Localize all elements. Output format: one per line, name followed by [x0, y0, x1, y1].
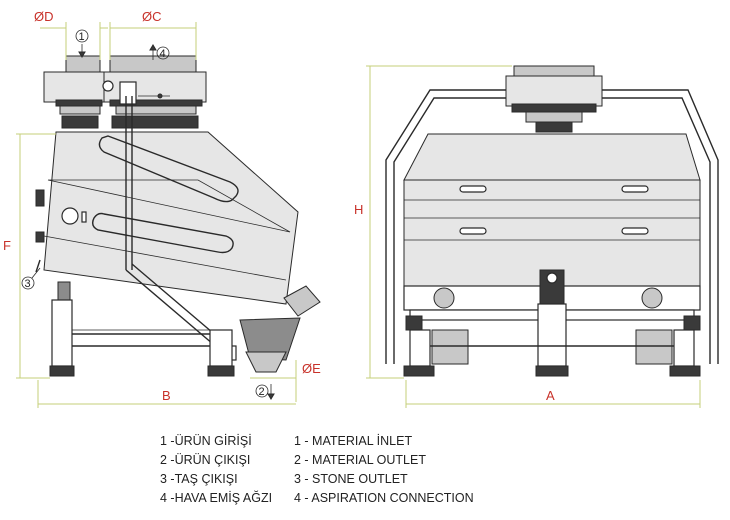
- inlet-neck: [59, 105, 101, 115]
- dim-c-label: ØC: [142, 9, 162, 24]
- legend-en-2: 2 - MATERIAL OUTLET: [294, 453, 426, 467]
- valve-knob: [157, 93, 163, 99]
- callout-1: 1: [79, 31, 85, 43]
- left-foot: [49, 365, 75, 377]
- callout-2: 2: [259, 386, 265, 398]
- hood: [403, 133, 701, 181]
- callout-1-circle: [75, 29, 89, 43]
- pressure-gauge-icon: [102, 80, 114, 92]
- top-neck: [525, 111, 583, 123]
- aspiration-neck: [115, 105, 197, 115]
- callout-4-arrowhead: [149, 44, 157, 51]
- outlet-chute-top: [283, 285, 321, 317]
- foot-left: [403, 365, 435, 377]
- aspiration-collar: [111, 115, 199, 129]
- inlet-housing: [43, 71, 109, 103]
- dim-d-label: ØD: [34, 9, 54, 24]
- deck-body: [43, 131, 299, 305]
- legend-en-4: 4 - ASPIRATION CONNECTION: [294, 491, 474, 505]
- sight-latch: [81, 211, 87, 223]
- legend: 1 -ÜRÜN GİRİŞİ 2 -ÜRÜN ÇIKIŞI 3 -TAŞ ÇIK…: [160, 434, 474, 505]
- deck-line-upper: [47, 179, 291, 233]
- callout-2-arrowhead: [267, 393, 275, 400]
- motor-right-icon: [641, 287, 663, 309]
- deck-line-lower: [43, 235, 287, 281]
- right-damper-front: [683, 315, 701, 331]
- outlet-hopper: [245, 351, 287, 373]
- front-right-leg: [673, 329, 695, 367]
- inspection-slot-upper: [98, 135, 239, 203]
- inlet-flange: [55, 99, 103, 107]
- callout-2-circle: [255, 384, 269, 398]
- valve-block: [119, 81, 137, 105]
- legend-tr-4: 4 -HAVA EMİŞ AĞZI: [160, 490, 272, 505]
- legend-en-3: 3 - STONE OUTLET: [294, 472, 408, 486]
- top-housing: [505, 75, 603, 107]
- callout-4-circle: [156, 46, 170, 60]
- left-leg: [51, 299, 73, 367]
- center-drive-wheel: [546, 272, 558, 284]
- dim-h-label: H: [354, 202, 363, 217]
- dim-b-label: B: [162, 388, 171, 403]
- callout-3: 3: [25, 278, 31, 290]
- machine-body: [403, 179, 701, 287]
- right-leg: [209, 329, 233, 367]
- stone-outlet-spout: [35, 259, 41, 273]
- legend-tr-1: 1 -ÜRÜN GİRİŞİ: [160, 434, 252, 448]
- front-left-leg: [409, 329, 431, 367]
- side-view: [35, 55, 321, 377]
- motor-housing-left: [431, 329, 469, 365]
- inspection-slot-lower: [91, 212, 234, 254]
- body-slot-3: [459, 227, 487, 235]
- foot-right: [669, 365, 701, 377]
- legend-tr-2: 2 -ÜRÜN ÇIKIŞI: [160, 453, 250, 467]
- left-damper: [57, 281, 71, 301]
- motor-left-icon: [433, 287, 455, 309]
- side-clamp-upper: [35, 189, 45, 207]
- right-foot: [207, 365, 235, 377]
- body-slot-1: [459, 185, 487, 193]
- callout-3-leader: [31, 267, 41, 279]
- material-outlet: [239, 317, 301, 361]
- dim-e-label: ØE: [302, 361, 321, 376]
- legend-en-1: 1 - MATERIAL İNLET: [294, 434, 412, 448]
- callout-4: 4: [160, 48, 166, 60]
- side-clamp-lower: [35, 231, 45, 243]
- body-slot-4: [621, 227, 649, 235]
- callout-1-arrowhead: [78, 51, 86, 58]
- top-flange: [511, 103, 597, 113]
- front-view-dimensions: H A: [354, 65, 701, 408]
- hanger-rod-c: [125, 269, 221, 351]
- inlet-collar: [61, 115, 99, 129]
- front-center-leg: [537, 303, 567, 367]
- dim-a-label: A: [546, 388, 555, 403]
- dim-f-label: F: [3, 238, 11, 253]
- motor-housing-right: [635, 329, 673, 365]
- legend-tr-3: 3 -TAŞ ÇIKIŞI: [160, 472, 238, 486]
- callouts: 1 4 3 2: [21, 29, 275, 400]
- callout-3-circle: [21, 276, 35, 290]
- body-slot-2: [621, 185, 649, 193]
- top-collar: [535, 121, 573, 133]
- aspiration-housing: [103, 71, 207, 103]
- material-inlet-pipe: [65, 55, 101, 75]
- front-view: [385, 65, 719, 377]
- foot-center: [535, 365, 569, 377]
- side-view-dimensions: ØD ØC F ØE B: [3, 9, 321, 408]
- left-damper-front: [405, 315, 423, 331]
- sight-glass-icon: [61, 207, 79, 225]
